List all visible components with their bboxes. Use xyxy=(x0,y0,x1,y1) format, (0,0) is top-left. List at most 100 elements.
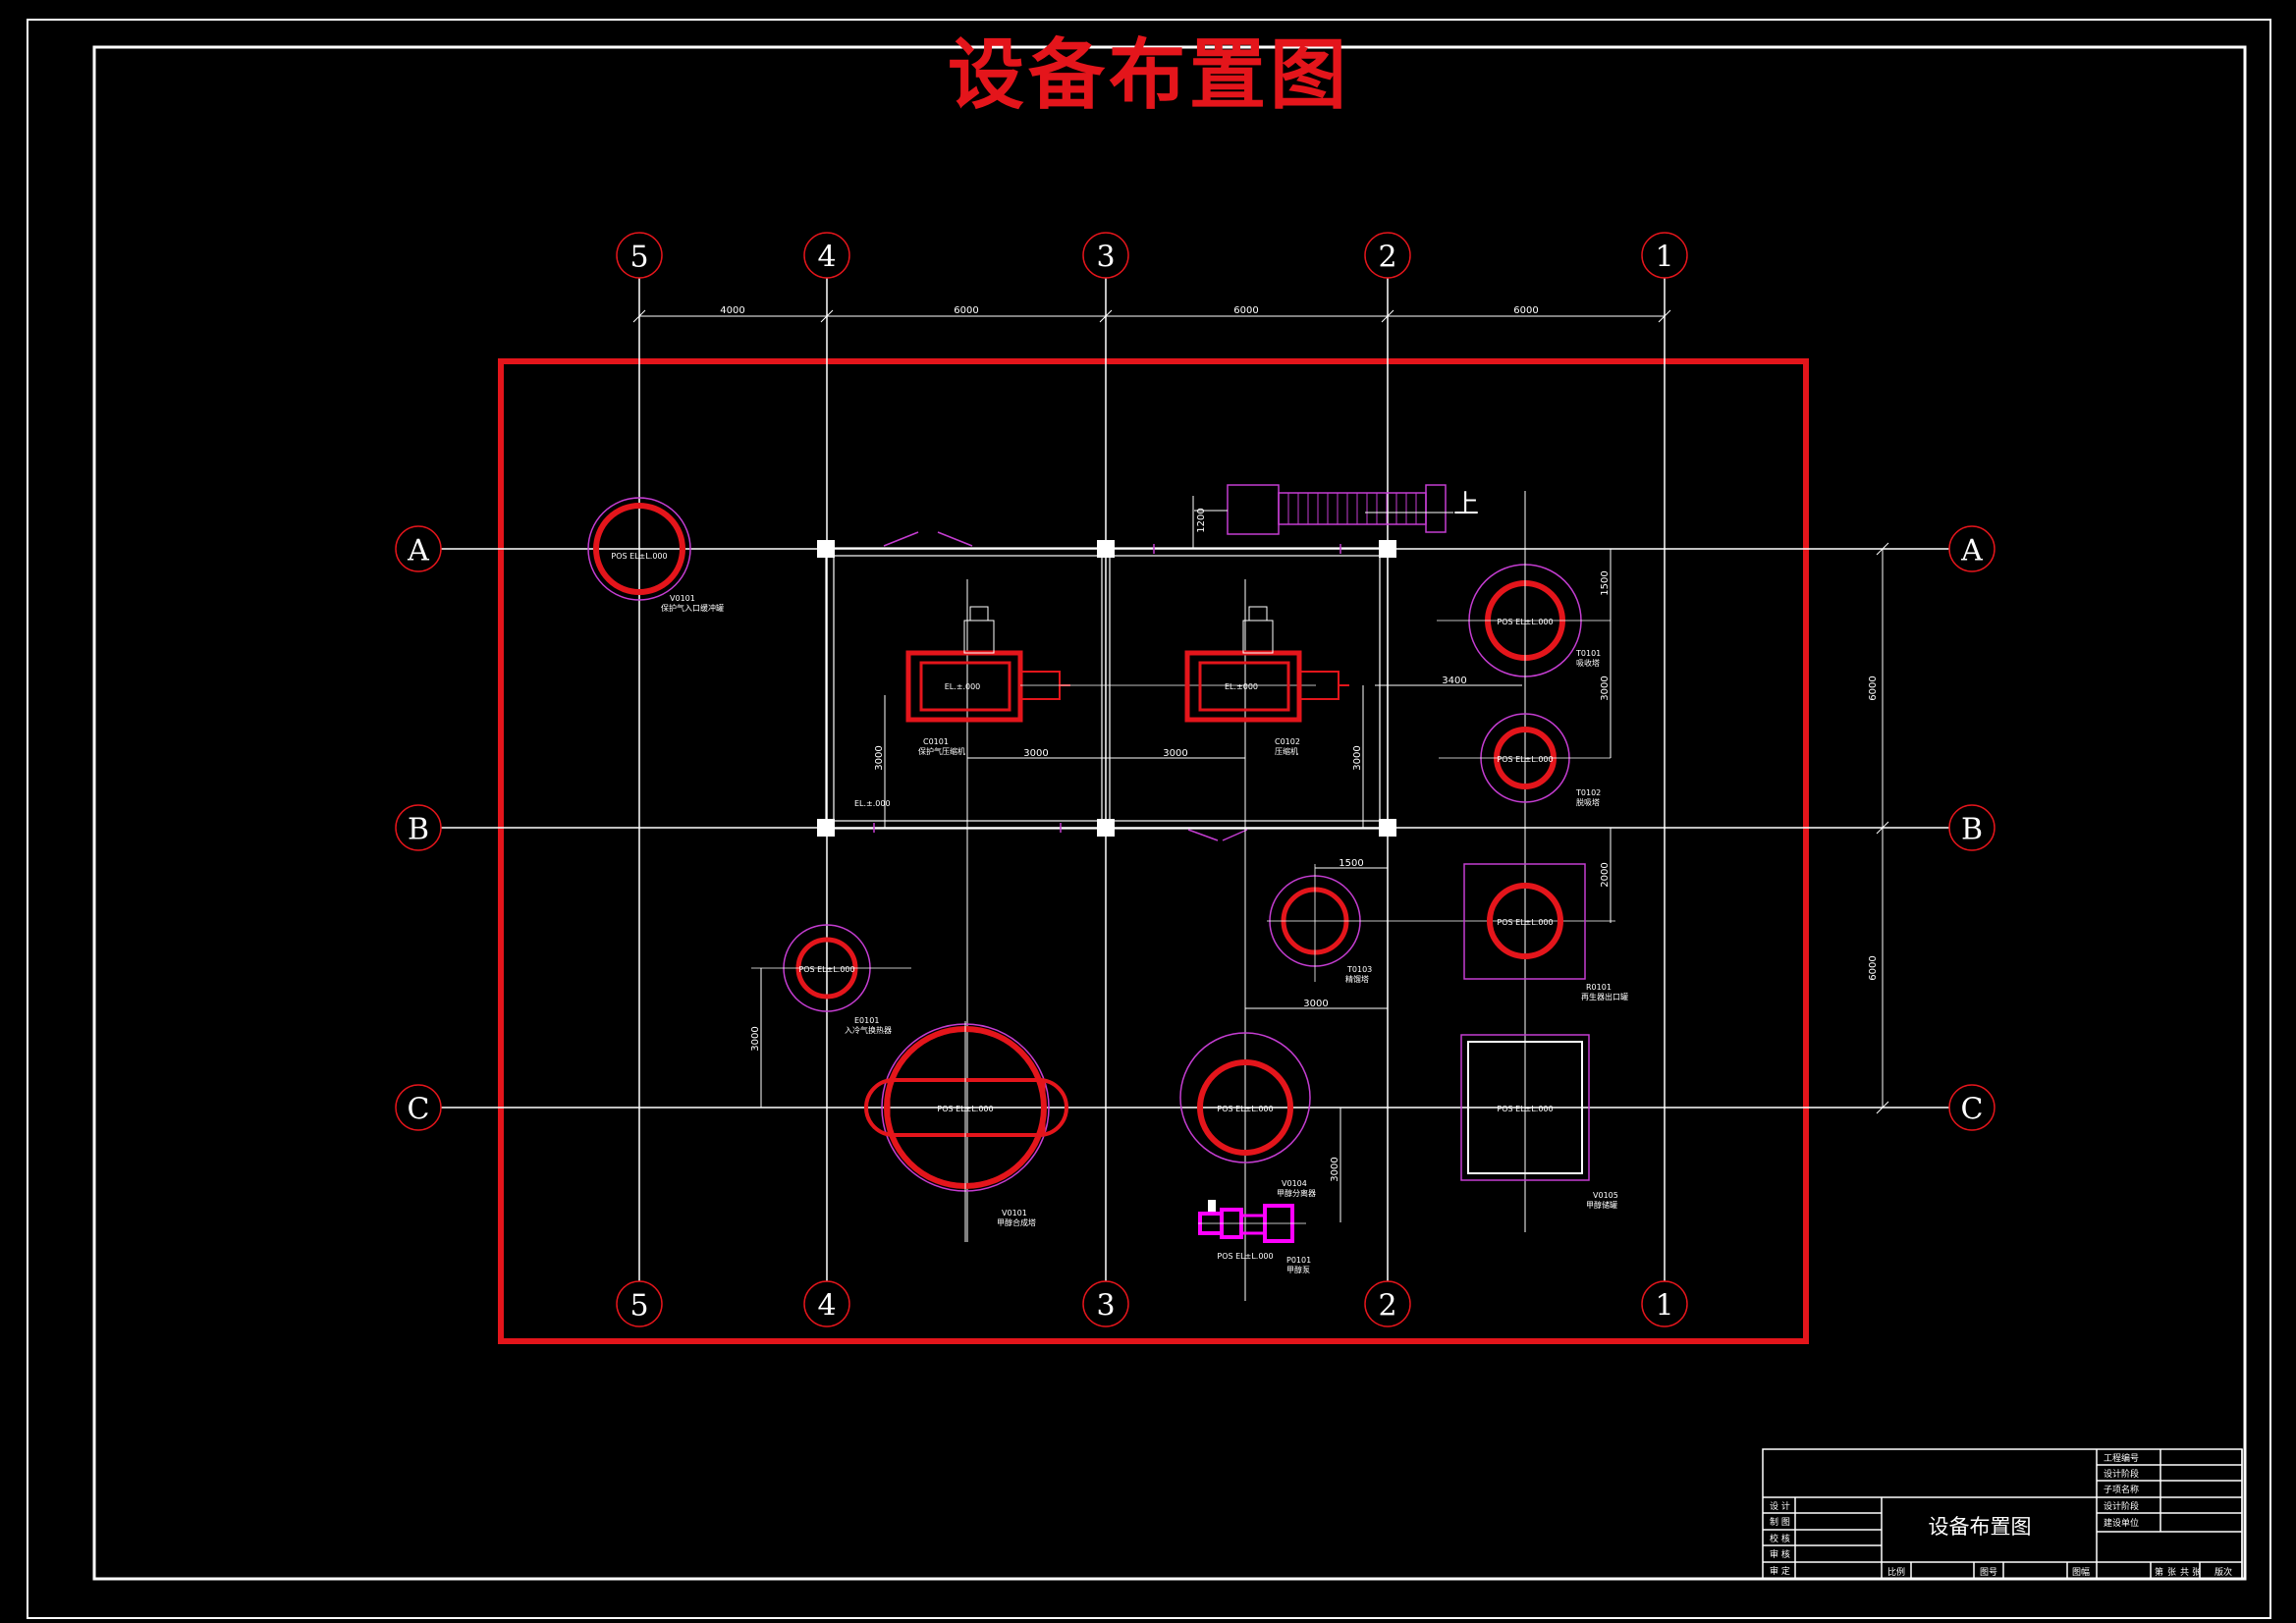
tb-bottom-sheet-2: 张 xyxy=(2192,1567,2201,1578)
pump-top-assembly: 上 1200 xyxy=(1192,484,1479,549)
tb-left-row-3: 校 核 xyxy=(1770,1533,1790,1544)
v0101-a5-code: V0101 xyxy=(670,594,695,603)
v0101-a5-name: 保护气入口缓冲罐 xyxy=(661,603,724,613)
v0105-code: V0105 xyxy=(1593,1191,1618,1200)
axis-label-right-A: A xyxy=(1960,534,1983,568)
axis-label-top-4: 4 xyxy=(817,241,836,275)
v0105-elevation: POS EL±L.000 xyxy=(1497,1105,1553,1113)
tb-bottom-total: 共 xyxy=(2180,1567,2189,1578)
vessel-v0101-a5: POS EL±L.000 V0101 保护气入口缓冲罐 xyxy=(587,497,724,613)
e0101-code: E0101 xyxy=(854,1016,879,1025)
v0104-name: 甲醇分离器 xyxy=(1277,1188,1316,1198)
c0102-name: 压缩机 xyxy=(1275,746,1298,756)
v0101-a5-elevation: POS EL±L.000 xyxy=(611,552,667,561)
dim-3-to-c2: 3000 xyxy=(1163,748,1187,759)
v0101-name: 甲醇合成塔 xyxy=(997,1217,1036,1227)
e0101-elevation: POS EL±L.000 xyxy=(798,965,854,974)
tank-v0105: POS EL±L.000 V0105 甲醇储罐 xyxy=(1460,1034,1618,1210)
tb-left-row-1: 设 计 xyxy=(1770,1500,1790,1512)
p0101-name: 甲醇泵 xyxy=(1286,1265,1310,1274)
t0101-name: 吸收塔 xyxy=(1576,658,1600,668)
t0102-code: T0102 xyxy=(1575,788,1601,797)
axis-label-top-3: 3 xyxy=(1096,241,1115,275)
axis-label-top-5: 5 xyxy=(629,241,648,275)
b4-elevation: EL.±.000 xyxy=(854,799,891,808)
dim-t1-to-t2: 3000 xyxy=(1600,676,1611,700)
dim-top-3-2: 6000 xyxy=(1233,305,1258,316)
separator-v0104: POS EL±L.000 V0104 甲醇分离器 xyxy=(1179,1032,1316,1198)
exchanger-e0101: 3000 POS EL±L.000 E0101 入冷气换热器 xyxy=(750,924,911,1108)
dim-c1-to-B: 3000 xyxy=(874,745,885,770)
axis-label-top-1: 1 xyxy=(1655,241,1673,275)
c0101-elevation: EL.±.000 xyxy=(945,682,981,691)
compressor-c0102: EL.±000 C0102 压缩机 xyxy=(1184,579,1349,1301)
v0105-name: 甲醇储罐 xyxy=(1586,1200,1617,1210)
tb-right-row-1: 工程编号 xyxy=(2104,1452,2139,1464)
top-dimension-chain xyxy=(632,309,1671,323)
tower-t0102: POS EL±L.000 T0102 脱吸塔 xyxy=(1439,713,1611,807)
tb-right-row-5: 建设单位 xyxy=(2104,1517,2139,1529)
drawing-title: 设备布置图 xyxy=(948,30,1350,120)
axis-label-bottom-2: 2 xyxy=(1378,1289,1396,1324)
r0101-elevation: POS EL±L.000 xyxy=(1497,918,1553,927)
title-block-drawing-name: 设备布置图 xyxy=(1929,1515,2032,1539)
house-dimensions xyxy=(884,684,1522,828)
title-block xyxy=(1762,1448,2243,1580)
wall-door-marks xyxy=(873,531,1341,841)
t0101-elevation: POS EL±L.000 xyxy=(1497,618,1553,626)
tower-t0101: POS EL±L.000 T0101 吸收塔 xyxy=(1437,491,1611,1232)
dim-e1-to-C: 3000 xyxy=(750,1026,761,1051)
axis-label-right-C: C xyxy=(1961,1093,1984,1127)
tb-left-row-5: 审 定 xyxy=(1770,1565,1790,1577)
dim-top-2-1: 6000 xyxy=(1513,305,1538,316)
dim-right-B-C: 6000 xyxy=(1868,955,1879,980)
tb-bottom-revision: 版次 xyxy=(2214,1566,2232,1578)
drawing-frame xyxy=(92,45,2247,1581)
tb-right-row-2: 设计阶段 xyxy=(2104,1468,2139,1480)
v0101-code: V0101 xyxy=(1002,1209,1027,1217)
t0102-name: 脱吸塔 xyxy=(1576,797,1600,807)
tb-bottom-drawing-no: 图号 xyxy=(1980,1567,1997,1578)
axis-label-bottom-1: 1 xyxy=(1655,1289,1673,1324)
axis-label-left-C: C xyxy=(408,1093,430,1127)
reactor-v0101: POS EL±L.000 V0101 甲醇合成塔 xyxy=(864,1021,1068,1242)
axis-bubbles: 5 4 3 2 1 5 4 3 2 1 A B C A B C xyxy=(395,232,1995,1327)
c0102-code: C0102 xyxy=(1275,737,1300,746)
v0101-elevation: POS EL±L.000 xyxy=(937,1105,993,1113)
dim-c1-to-3: 3000 xyxy=(1023,748,1048,759)
dim-2-to-t1: 3400 xyxy=(1442,676,1466,686)
dim-right-A-B: 6000 xyxy=(1868,676,1879,700)
r0101-name: 再生器出口罐 xyxy=(1581,992,1628,1001)
dim-c-to-p1: 3000 xyxy=(1330,1157,1340,1181)
tb-right-row-3: 子项名称 xyxy=(2104,1484,2139,1495)
tb-bottom-sheet-1: 张 xyxy=(2167,1567,2176,1578)
t0101-code: T0101 xyxy=(1575,649,1601,658)
axis-label-left-A: A xyxy=(407,534,429,568)
v0104-elevation: POS EL±L.000 xyxy=(1217,1105,1273,1113)
tb-bottom-sheet-size: 图幅 xyxy=(2072,1566,2090,1578)
axis-label-top-2: 2 xyxy=(1378,241,1396,275)
v0104-code: V0104 xyxy=(1282,1179,1307,1188)
vessel-r0101: POS EL±L.000 R0101 再生器出口罐 xyxy=(1463,863,1628,1001)
tb-bottom-no: 第 xyxy=(2155,1566,2163,1578)
axis-label-left-B: B xyxy=(408,813,429,847)
t0102-elevation: POS EL±L.000 xyxy=(1497,755,1553,764)
tb-right-row-4: 设计阶段 xyxy=(2104,1500,2139,1512)
axis-label-bottom-4: 4 xyxy=(817,1289,836,1324)
tower-t0103: 1500 3000 T0103 精馏塔 xyxy=(1245,858,1615,1009)
tb-left-row-2: 制 图 xyxy=(1770,1516,1790,1528)
grid-lines xyxy=(441,273,1949,1281)
p0101-code: P0101 xyxy=(1286,1256,1311,1265)
up-arrow-label: 上 xyxy=(1453,490,1479,519)
compressor-c0101: EL.±.000 C0101 保护气压缩机 xyxy=(905,579,1316,1242)
axis-label-bottom-5: 5 xyxy=(629,1289,648,1324)
r0101-code: R0101 xyxy=(1586,983,1612,992)
site-boundary xyxy=(498,358,1809,1344)
dim-b-to-r1: 2000 xyxy=(1600,862,1611,887)
c0101-name: 保护气压缩机 xyxy=(918,746,965,756)
dim-3-to-t3: 3000 xyxy=(1303,999,1328,1009)
dim-c2-to-B: 3000 xyxy=(1352,745,1363,770)
dim-top-5-4: 4000 xyxy=(720,305,744,316)
